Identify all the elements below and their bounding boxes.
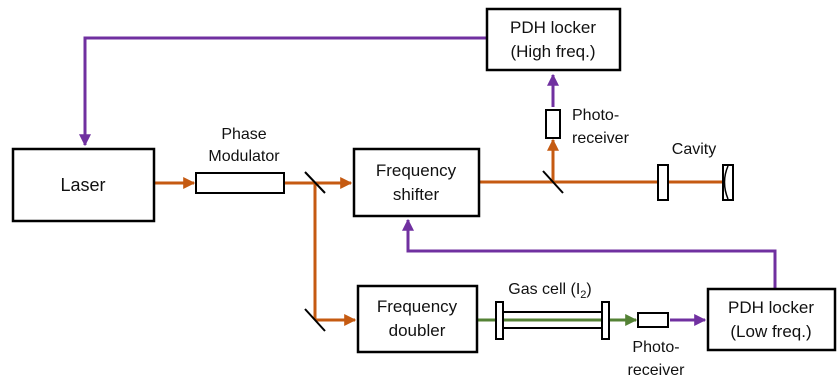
pdh-high-box [485, 7, 622, 72]
phase-modulator-label-line2: Modulator [208, 148, 280, 165]
frequency-doubler-box [356, 284, 479, 354]
photoreceiver-top-label-line1: Photo- [572, 107, 619, 124]
cavity-input-mirror [657, 164, 669, 201]
cavity-label: Cavity [672, 141, 716, 158]
phase-modulator [195, 172, 285, 194]
photoreceiver-top [545, 109, 561, 139]
gas-cell [495, 301, 610, 340]
beam-splitter-mirror [304, 171, 326, 194]
cavity-output-mirror [722, 164, 734, 201]
frequency-shifter-label-line1: Frequency [376, 161, 457, 180]
pdh-low-label-line2: (Low freq.) [730, 322, 811, 341]
photoreceiver-top-label-line2: receiver [572, 130, 630, 147]
frequency-shifter-label-line2: shifter [393, 185, 440, 204]
photoreceiver-bottom-label-line2: receiver [628, 362, 686, 379]
laser-label: Laser [60, 175, 105, 195]
laser-box [11, 147, 156, 223]
fold-mirror [304, 308, 326, 332]
pdh-high-label-line2: (High freq.) [510, 42, 595, 61]
pdh-high-label-line1: PDH locker [510, 18, 596, 37]
pickoff-mirror [542, 170, 564, 194]
feedback-high-to-laser [79, 36, 487, 147]
feedback-low-to-shifter [402, 218, 777, 288]
frequency-doubler-label-line1: Frequency [377, 297, 458, 316]
frequency-doubler-label-line2: doubler [389, 321, 446, 340]
phase-modulator-label-line1: Phase [221, 126, 266, 143]
pdh-low-label-line1: PDH locker [728, 298, 814, 317]
frequency-shifter-box [352, 147, 481, 218]
photoreceiver-bottom [637, 312, 669, 328]
photoreceiver-bottom-label-line1: Photo- [632, 339, 679, 356]
cavity-mirror-curve [723, 165, 729, 200]
gas-cell-label: Gas cell (I2) [508, 281, 591, 301]
pdh-low-box [706, 287, 837, 352]
